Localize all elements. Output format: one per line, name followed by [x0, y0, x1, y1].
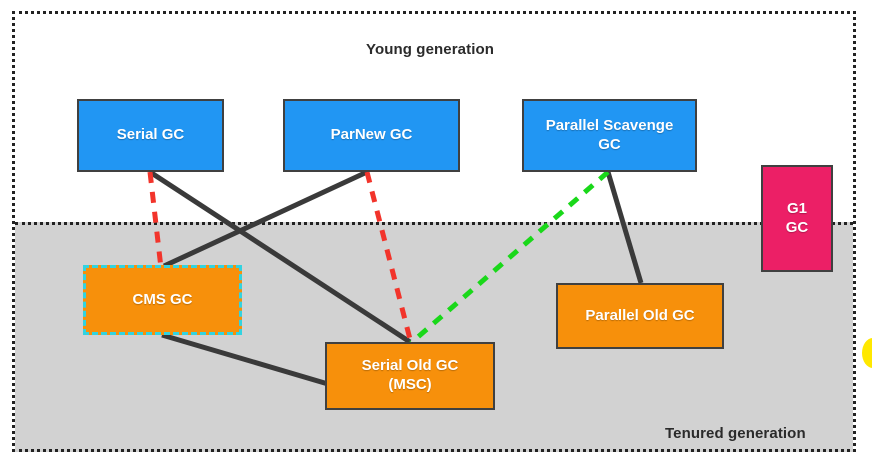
edge-cms-to-serialold — [161, 332, 329, 387]
edge-pscavenge-to-serialold-removed — [409, 170, 610, 345]
node-serial-gc[interactable]: Serial GC — [77, 99, 224, 172]
node-serial-old-gc-label-line1: Serial Old GC — [361, 357, 459, 375]
young-generation-label: Young generation — [366, 41, 494, 58]
node-cms-gc-label: CMS GC — [132, 290, 193, 308]
node-serial-old-gc[interactable]: Serial Old GC (MSC) — [325, 342, 495, 410]
node-parnew-gc[interactable]: ParNew GC — [283, 99, 460, 172]
node-cms-gc[interactable]: CMS GC — [83, 265, 242, 335]
edge-highlight-marker — [862, 338, 872, 368]
node-parallel-old-gc-label: Parallel Old GC — [585, 306, 695, 324]
edge-parnew-to-cms — [162, 169, 369, 269]
edge-serial-to-serialold — [148, 169, 412, 345]
node-g1-gc-label-line2: GC — [785, 218, 809, 236]
node-parallel-scavenge-gc-label-line1: Parallel Scavenge — [545, 116, 674, 134]
node-parallel-old-gc[interactable]: Parallel Old GC — [556, 283, 724, 349]
edge-serial-to-cms-deprecated — [147, 171, 164, 269]
edge-parnew-to-serialold-deprecated — [364, 171, 414, 344]
edge-pscavenge-to-parallelold — [605, 171, 644, 284]
node-g1-gc-label-line1: G1 — [786, 199, 807, 217]
node-g1-gc[interactable]: G1 GC — [761, 165, 833, 272]
node-parallel-scavenge-gc-label-line2: GC — [598, 135, 621, 153]
node-parnew-gc-label: ParNew GC — [330, 126, 413, 144]
node-serial-gc-label: Serial GC — [116, 126, 185, 144]
young-generation-region — [12, 11, 856, 452]
tenured-generation-label: Tenured generation — [665, 425, 806, 442]
node-serial-old-gc-label-line2: (MSC) — [388, 376, 432, 393]
node-parallel-scavenge-gc[interactable]: Parallel Scavenge GC — [522, 99, 697, 172]
